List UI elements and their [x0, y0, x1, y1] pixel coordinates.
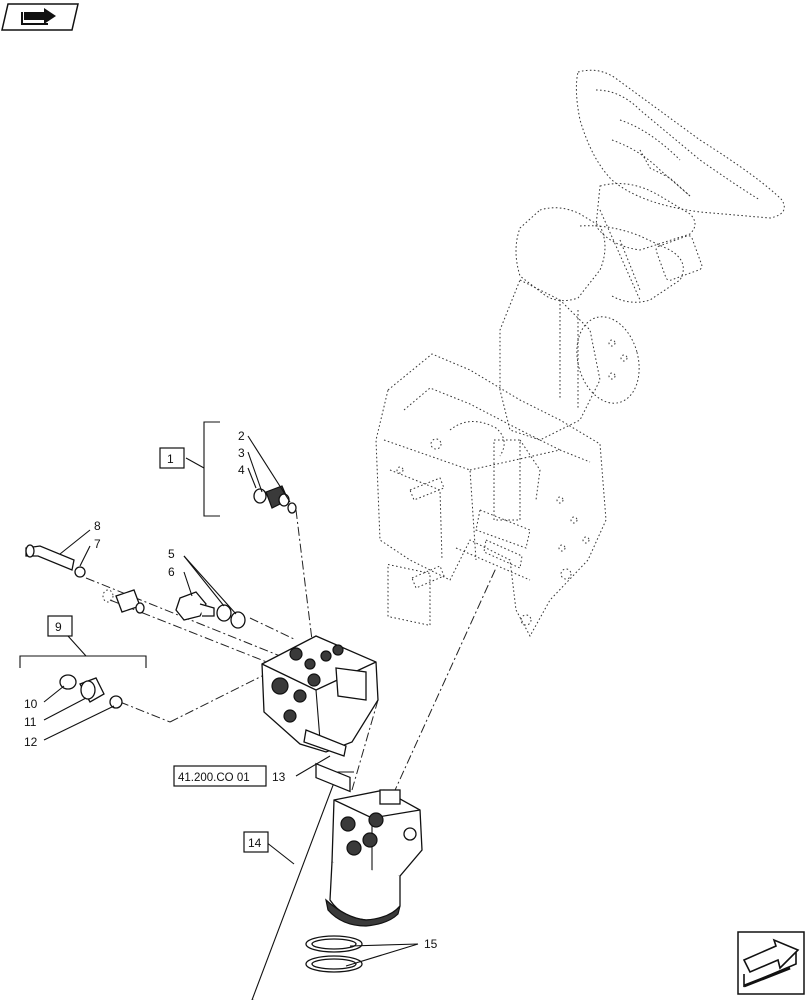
fitting-dotted — [102, 589, 145, 614]
callout-3: 3 — [238, 446, 245, 460]
callout-2: 2 — [238, 429, 245, 443]
valve-block-13 — [261, 635, 379, 793]
callout-11: 11 — [24, 715, 37, 729]
reference-code[interactable]: 41.200.CO 01 — [178, 772, 250, 784]
callout-14: 14 — [248, 836, 262, 850]
bracket-leader-1 — [185, 421, 220, 517]
callout-box-9 — [47, 615, 73, 637]
steering-motor-14 — [325, 789, 423, 927]
callout-12: 12 — [24, 735, 38, 749]
callout-8: 8 — [94, 519, 101, 533]
callout-10: 10 — [24, 697, 38, 711]
book-page-arrow-icon[interactable] — [1, 3, 79, 31]
callout-7: 7 — [94, 537, 101, 551]
next-page-arrow-icon[interactable] — [737, 931, 805, 995]
callout-box-14 — [243, 831, 269, 853]
plug-6-seals-5 — [175, 591, 246, 629]
callout-13: 13 — [272, 770, 286, 784]
fitting-10-11-12 — [59, 674, 123, 709]
callout-9: 9 — [55, 620, 62, 634]
fitting-2-3-4 — [253, 485, 297, 514]
reference-box[interactable] — [173, 765, 267, 787]
bracket-leader-14 — [251, 771, 354, 1000]
assembly-axes — [85, 509, 497, 925]
seals-15 — [305, 935, 363, 973]
callout-15: 15 — [424, 937, 438, 951]
callout-1: 1 — [167, 452, 174, 466]
bracket-leader-9 — [19, 635, 147, 668]
callout-4: 4 — [238, 463, 245, 477]
leader-lines — [43, 435, 419, 967]
steering-column-outline — [375, 69, 785, 638]
callout-5: 5 — [168, 547, 175, 561]
callout-box-1 — [159, 447, 185, 469]
callout-6: 6 — [168, 565, 175, 579]
bolt-8-washer-7 — [25, 544, 86, 578]
